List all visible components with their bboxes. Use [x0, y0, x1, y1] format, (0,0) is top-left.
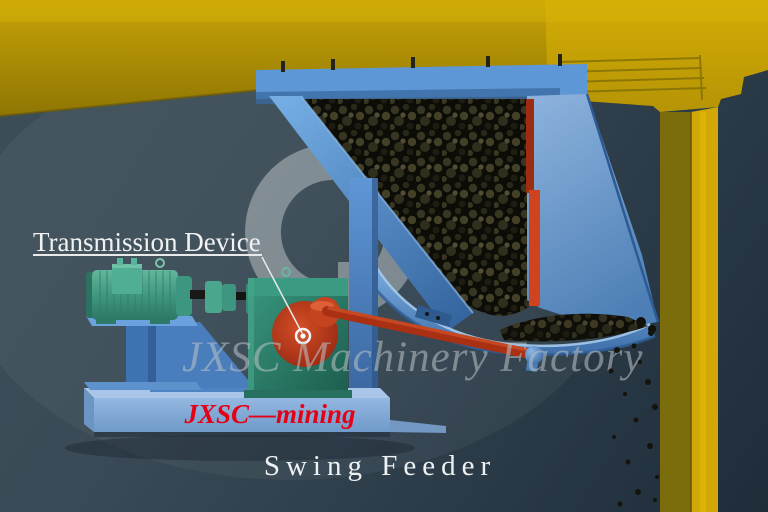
left-wall-edge-highlight	[300, 95, 474, 314]
connecting-rod	[322, 306, 535, 359]
support-column-dark-face	[660, 112, 691, 512]
ore-texture	[303, 99, 536, 316]
motor-foot	[150, 318, 170, 324]
hopper-front-leg	[349, 178, 378, 398]
pedestal-web-shadow	[148, 326, 156, 388]
beam-top-highlight	[0, 0, 768, 22]
connecting-rod-highlight	[327, 306, 530, 352]
flange-bolts	[281, 54, 562, 72]
gearbox-top-band	[248, 278, 348, 296]
junction-box-gland	[117, 258, 123, 265]
pedestal-base-flange	[84, 382, 202, 390]
motor-eyebolt	[155, 258, 165, 268]
watermark-text: JXSC Machinery Factory	[182, 334, 643, 381]
callout-dot-center	[300, 333, 306, 339]
base-left-cap	[84, 388, 94, 432]
base-bottom-shadow	[94, 432, 390, 437]
intermediate-shaft	[236, 292, 248, 300]
overhead-beam-right	[545, 0, 768, 112]
junction-box	[112, 268, 142, 294]
red-liner-strip-lower	[529, 190, 540, 306]
base-front-face	[94, 398, 390, 432]
transmission-callout: Transmission Device	[33, 227, 312, 345]
right-wall-edge	[585, 93, 660, 323]
gearbox-eyebolt	[281, 267, 291, 277]
motor-shaft	[190, 290, 206, 299]
junction-box-lid	[112, 264, 142, 270]
support-column-highlight	[700, 112, 706, 512]
callout-underline	[33, 254, 262, 256]
brand-label: JXSC—mining	[183, 399, 355, 429]
pedestal-brace	[150, 322, 258, 392]
motor-front-bell	[176, 276, 192, 316]
crank-drive	[272, 297, 543, 372]
falling-ore-particles	[608, 330, 659, 507]
page-title: Swing Feeder	[264, 450, 496, 482]
base-shadow	[65, 435, 415, 461]
base-right-extension	[390, 420, 446, 433]
gearbox-base-flange	[244, 390, 352, 398]
bracket-bolt	[436, 316, 440, 320]
drive-motor	[86, 258, 192, 324]
motor-foot	[96, 318, 116, 324]
hopper-right-wall	[526, 93, 660, 330]
callout-label: Transmission Device	[33, 227, 261, 257]
red-liner-strip-upper	[526, 99, 534, 193]
ore-material	[303, 99, 536, 316]
coupling-disc-left	[205, 281, 222, 313]
pedestal-web	[126, 326, 152, 388]
tray-bracket	[415, 305, 452, 327]
bracket-bolt	[425, 312, 429, 316]
ore-on-tray	[500, 313, 656, 342]
callout-line	[261, 256, 303, 334]
junction-box-gland	[131, 258, 137, 265]
gearbox-edge-highlight	[248, 278, 254, 396]
coupling-disc-right	[222, 284, 236, 311]
ball-joint	[525, 346, 543, 364]
leg-shadow-edge	[372, 178, 378, 398]
